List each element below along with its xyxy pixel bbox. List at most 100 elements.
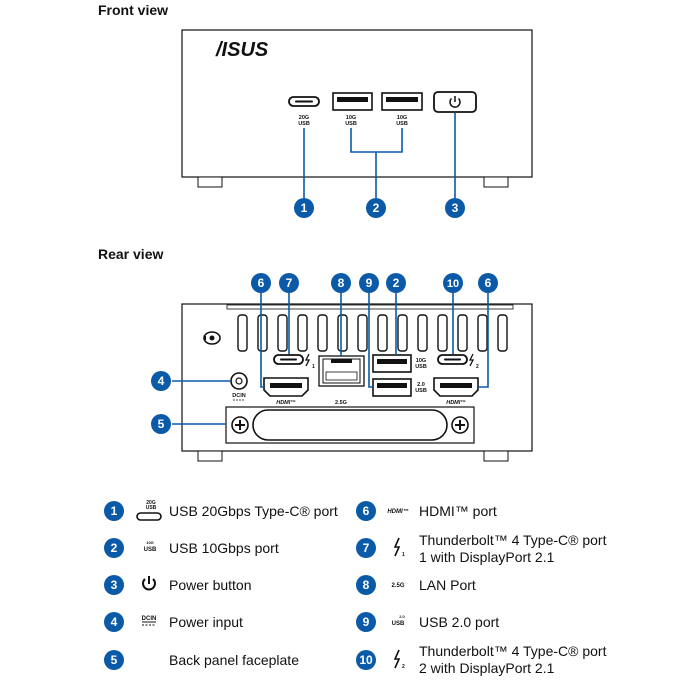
front-callout-3: 3: [445, 198, 465, 218]
rear-callout-4: 4: [151, 371, 171, 391]
legend-label: Thunderbolt™ 4 Type-C® port 1 with Displ…: [419, 532, 607, 565]
hdmi-icon: HDMI™: [387, 508, 408, 515]
svg-text:8: 8: [338, 276, 345, 290]
rear-usb20-port: 2.0 USB: [372, 378, 427, 397]
legend-badge: 5: [104, 650, 124, 670]
rear-dcin-mark: DCIN: [232, 393, 245, 399]
thunderbolt-1-icon: 1: [393, 537, 405, 558]
svg-text:4: 4: [158, 374, 165, 388]
svg-text:2: 2: [393, 276, 400, 290]
svg-text:9: 9: [366, 276, 373, 290]
rear-view-heading: Rear view: [98, 246, 164, 262]
rear-faceplate: [225, 406, 475, 444]
svg-text:DCIN: DCIN: [142, 616, 157, 622]
rear-usb20-mark-top: 2.0: [417, 382, 425, 388]
svg-text:USB: USB: [146, 505, 157, 511]
thunderbolt-2-icon: 2: [393, 649, 405, 670]
front-power-button: [433, 91, 477, 113]
legend-badge: 7: [356, 538, 376, 558]
rear-usb20-mark-bottom: USB: [415, 388, 427, 394]
svg-text:10G: 10G: [146, 540, 154, 545]
dcin-icon: DCIN: [142, 616, 157, 626]
rear-callout-8: 8: [331, 273, 351, 293]
rear-hdmi-left-mark: HDMI™: [276, 400, 296, 406]
legend-badge: 10: [356, 650, 376, 670]
legend-label: USB 10Gbps port: [169, 540, 279, 556]
legend-badge: 4: [104, 612, 124, 632]
front-usb20g-mark-top: 20G: [299, 115, 309, 121]
rear-lan-mark: 2.5G: [335, 400, 347, 406]
svg-text:7: 7: [286, 276, 293, 290]
front-view-heading: Front view: [98, 2, 169, 18]
rear-usb10g-port: 10G USB: [372, 354, 427, 373]
svg-text:2.0: 2.0: [399, 614, 405, 619]
legend-badge: 2: [104, 538, 124, 558]
usb-2-0-icon: 2.0 USB: [392, 614, 406, 627]
rear-tb1-sub: 1: [312, 364, 315, 370]
rear-usb10g-mark-top: 10G: [416, 358, 426, 364]
svg-text:HDMI™: HDMI™: [387, 508, 408, 515]
legend-label: Back panel faceplate: [169, 652, 299, 668]
svg-text:2.5G: 2.5G: [391, 583, 404, 589]
rear-callout-5: 5: [151, 414, 171, 434]
rear-lan-port: 2.5G: [318, 355, 365, 406]
legend-label: Power button: [169, 577, 252, 593]
rear-callout-6-left: 6: [251, 273, 271, 293]
legend-badge: 6: [356, 501, 376, 521]
power-icon: [142, 576, 156, 591]
svg-text:6: 6: [258, 276, 265, 290]
svg-text:3: 3: [452, 201, 459, 215]
legend-label: HDMI™ port: [419, 503, 497, 519]
kensington-lock-icon: [203, 331, 221, 345]
rear-callout-9: 9: [359, 273, 379, 293]
rear-hdmi-port-right: HDMI™: [433, 377, 479, 406]
rear-callout-6-right: 6: [478, 273, 498, 293]
usb-10g-icon: 10G USB: [144, 540, 157, 553]
rear-callout-2: 2: [386, 273, 406, 293]
legend-label: Thunderbolt™ 4 Type-C® port 2 with Displ…: [419, 643, 607, 676]
front-callout-2: 2: [366, 198, 386, 218]
legend-badge: 9: [356, 612, 376, 632]
lan-2-5g-icon: 2.5G: [391, 583, 404, 589]
legend-badge: 1: [104, 501, 124, 521]
rear-vents: [237, 314, 508, 352]
rear-thunderbolt-port-1: 1: [273, 353, 315, 370]
svg-text:10: 10: [447, 278, 459, 290]
svg-text:1: 1: [301, 201, 308, 215]
svg-text:6: 6: [485, 276, 492, 290]
front-usb10g-b-mark-top: 10G: [397, 115, 407, 121]
legend-label: USB 20Gbps Type-C® port: [169, 503, 338, 519]
rear-thunderbolt-port-2: 2: [437, 353, 479, 370]
front-usb20g-port: 20G USB: [288, 96, 320, 127]
rear-usb10g-mark-bottom: USB: [415, 364, 427, 370]
svg-text:5: 5: [158, 417, 165, 431]
brand-logo: /ISUS: [215, 39, 269, 61]
svg-text:1: 1: [402, 552, 405, 558]
rear-hdmi-right-mark: HDMI™: [446, 400, 466, 406]
rear-dcin-port: DCIN: [230, 372, 248, 401]
front-usb20g-mark-bottom: USB: [298, 121, 310, 127]
rear-hdmi-port-left: HDMI™: [263, 377, 309, 406]
front-usb10g-b-mark-bottom: USB: [396, 121, 408, 127]
legend-badge: 8: [356, 575, 376, 595]
svg-text:2: 2: [402, 664, 405, 670]
legend-badge: 3: [104, 575, 124, 595]
rear-callout-10: 10: [443, 273, 463, 293]
front-usb10g-port-a: 10G USB: [332, 92, 373, 127]
rear-callout-lines: [172, 293, 489, 425]
front-usb10g-a-mark-top: 10G: [346, 115, 356, 121]
legend-label: Power input: [169, 614, 243, 630]
svg-text:20G: 20G: [146, 500, 156, 506]
svg-text:USB: USB: [392, 621, 405, 627]
rear-tb2-sub: 2: [476, 364, 479, 370]
front-callout-1: 1: [294, 198, 314, 218]
front-usb10g-port-b: 10G USB: [381, 92, 423, 127]
front-callout-lines: [303, 113, 456, 198]
legend-label: USB 2.0 port: [419, 614, 500, 630]
usb-c-20g-icon: 20G USB: [136, 500, 162, 521]
svg-text:USB: USB: [144, 547, 157, 553]
legend-label: LAN Port: [419, 577, 476, 593]
svg-text:2: 2: [373, 201, 380, 215]
front-usb10g-a-mark-bottom: USB: [345, 121, 357, 127]
